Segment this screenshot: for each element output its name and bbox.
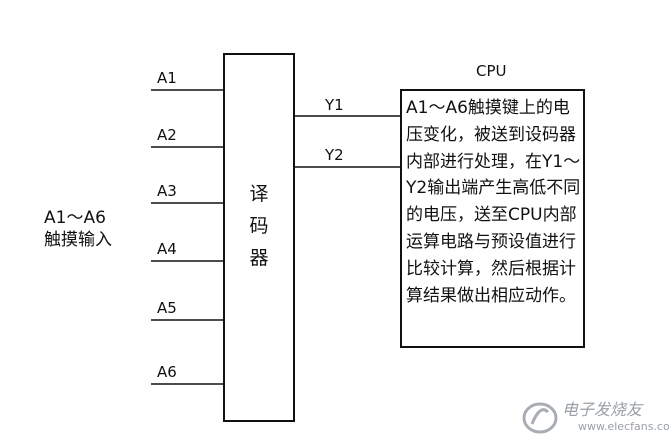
input-label-a5: A5 [157, 299, 177, 317]
decoder-box [223, 53, 295, 422]
output-label-y2: Y2 [325, 146, 344, 164]
input-group-label-line2: 触摸输入 [44, 230, 112, 250]
cpu-description: A1～A6触摸键上的电压变化，被送到设码器内部进行处理，在Y1～Y2输出端产生高… [406, 98, 581, 306]
output-label-y1: Y1 [325, 96, 344, 114]
input-label-a4: A4 [157, 240, 177, 258]
watermark: 电子发烧友 www.elecfans.com [520, 394, 670, 440]
decoder-label-char: 器 [249, 247, 269, 269]
input-label-a2: A2 [157, 126, 177, 144]
input-group-label-line1: A1～A6 [44, 208, 106, 228]
decoder-label: 译 码 器 [224, 178, 294, 274]
input-label-a3: A3 [157, 182, 177, 200]
decoder-label-char: 码 [249, 215, 269, 237]
input-wires [151, 89, 224, 385]
watermark-logo-icon [522, 402, 558, 434]
watermark-url: www.elecfans.com [578, 420, 670, 433]
input-group-label: A1～A6 触摸输入 [44, 207, 112, 251]
cpu-box [400, 89, 585, 348]
input-label-a6: A6 [157, 363, 177, 381]
watermark-name: 电子发烧友 [562, 400, 643, 419]
input-label-a1: A1 [157, 69, 177, 87]
decoder-label-char: 译 [249, 183, 269, 205]
cpu-title: CPU [476, 62, 507, 80]
